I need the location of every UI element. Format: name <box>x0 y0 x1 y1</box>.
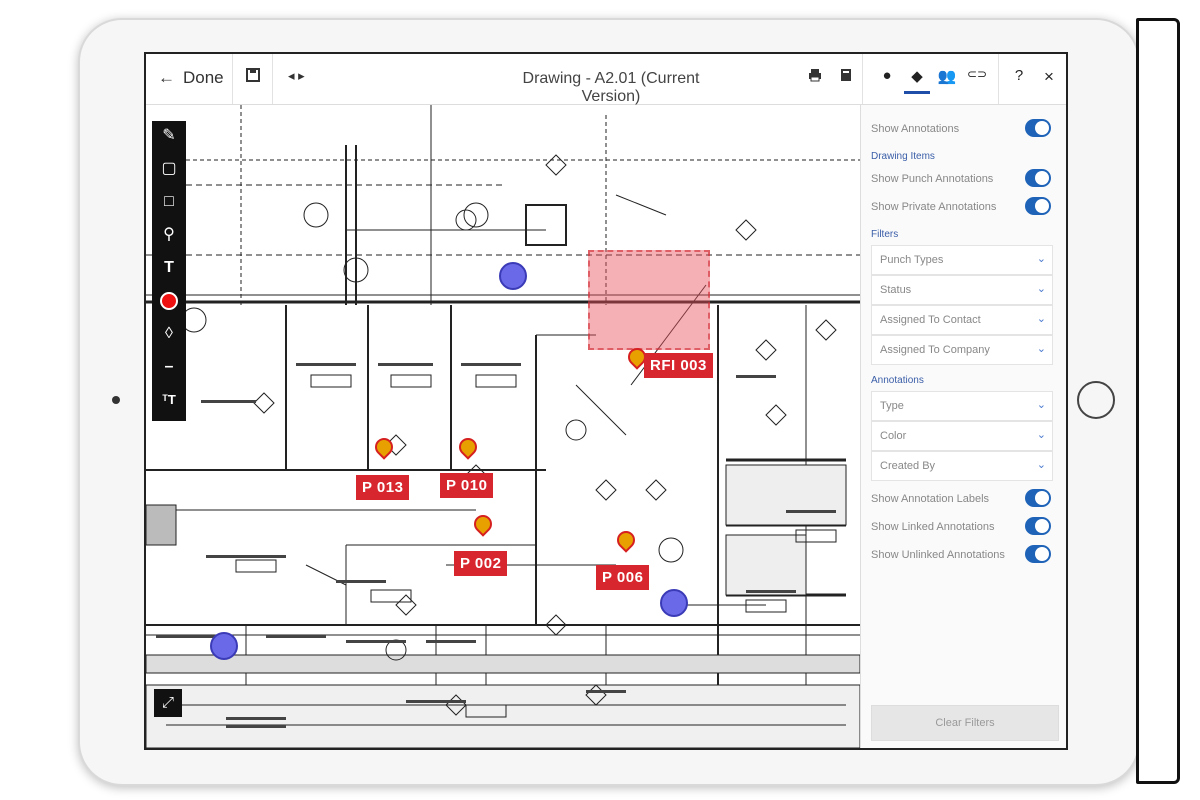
show-linked-row: Show Linked Annotations <box>871 517 1061 537</box>
drawing-title: Drawing - A2.01 (Current Version) <box>522 70 700 105</box>
created-by-dropdown[interactable]: Created By ⌄ <box>871 451 1053 481</box>
stylus <box>1136 18 1180 784</box>
show-annotations-label: Show Annotations <box>871 123 960 135</box>
filter-panel: Show Annotations Drawing Items Show Punc… <box>860 105 1066 748</box>
tablet-camera <box>112 396 120 404</box>
clear-filters-button[interactable]: Clear Filters <box>871 705 1059 741</box>
show-punch-toggle[interactable] <box>1025 169 1051 187</box>
pencil-icon[interactable]: ✎ <box>162 127 176 144</box>
prev-next-icon[interactable]: ◂ ▸ <box>288 68 305 83</box>
link-icon[interactable]: ⚲ <box>163 226 175 243</box>
show-punch-label: Show Punch Annotations <box>871 173 994 185</box>
show-labels-row: Show Annotation Labels <box>871 489 1061 509</box>
photo-marker-icon[interactable] <box>499 262 527 290</box>
chevron-down-icon: ⌄ <box>1036 313 1046 325</box>
punch-marker[interactable]: P 010 <box>440 473 494 498</box>
show-unlinked-row: Show Unlinked Annotations <box>871 545 1061 565</box>
users-icon[interactable]: 👥 <box>937 68 957 85</box>
divider <box>862 54 863 104</box>
show-annotations-row: Show Annotations <box>871 119 1061 139</box>
punch-marker[interactable]: P 006 <box>596 565 650 590</box>
chevron-down-icon: ⌄ <box>1036 343 1046 355</box>
status-label: Status <box>880 284 912 296</box>
show-private-label: Show Private Annotations <box>871 201 997 213</box>
color-dropdown[interactable]: Color ⌄ <box>871 421 1053 451</box>
show-labels-toggle[interactable] <box>1025 489 1051 507</box>
show-linked-label: Show Linked Annotations <box>871 521 995 533</box>
section-drawing-items: Drawing Items <box>871 151 935 162</box>
type-label: Type <box>880 400 904 412</box>
show-unlinked-toggle[interactable] <box>1025 545 1051 563</box>
section-filters: Filters <box>871 229 899 240</box>
rectangle-icon[interactable]: □ <box>164 193 174 210</box>
punch-marker[interactable]: P 002 <box>454 551 508 576</box>
section-annotations: Annotations <box>871 375 924 386</box>
assigned-contact-label: Assigned To Contact <box>880 314 981 326</box>
save-icon[interactable] <box>246 68 260 87</box>
calculator-icon[interactable] <box>840 68 852 87</box>
close-icon[interactable]: × <box>1044 67 1054 86</box>
link-icon[interactable]: ⊂⊃ <box>966 67 988 81</box>
divider <box>232 54 233 104</box>
drawing-canvas[interactable]: RFI 003 P 013 P 010 P 002 P 006 ✎ ▢ □ ⚲ … <box>146 105 860 748</box>
text-size-icon[interactable]: ᵀT <box>162 392 176 407</box>
info-icon[interactable]: ● <box>882 67 892 84</box>
print-icon[interactable] <box>808 68 822 87</box>
photo-marker-icon[interactable] <box>210 632 238 660</box>
show-private-row: Show Private Annotations <box>871 197 1061 217</box>
rounded-rect-icon[interactable]: ▢ <box>161 160 177 177</box>
markup-toolbar: ✎ ▢ □ ⚲ T ◊ – ᵀT <box>152 121 186 421</box>
show-punch-row: Show Punch Annotations <box>871 169 1061 189</box>
app-screen: ← Done ◂ ▸ Drawing - A2.01 (Current Versi… <box>144 52 1068 750</box>
show-unlinked-label: Show Unlinked Annotations <box>871 549 1005 561</box>
text-icon[interactable]: T <box>164 259 174 276</box>
color-picker-icon[interactable] <box>152 286 186 316</box>
chevron-down-icon: ⌄ <box>1036 459 1046 471</box>
status-dropdown[interactable]: Status ⌄ <box>871 275 1053 305</box>
chevron-down-icon: ⌄ <box>1036 283 1046 295</box>
rfi-marker[interactable]: RFI 003 <box>644 353 713 378</box>
fullscreen-icon[interactable]: ⤢ <box>154 689 182 717</box>
photo-marker-icon[interactable] <box>660 589 688 617</box>
rfi-highlight-area[interactable] <box>588 250 710 350</box>
assigned-company-dropdown[interactable]: Assigned To Company ⌄ <box>871 335 1053 365</box>
show-private-toggle[interactable] <box>1025 197 1051 215</box>
done-button[interactable]: ← Done <box>158 68 224 88</box>
show-labels-label: Show Annotation Labels <box>871 493 990 505</box>
punch-marker[interactable]: P 013 <box>356 475 410 500</box>
floor-plan <box>146 105 860 748</box>
show-linked-toggle[interactable] <box>1025 517 1051 535</box>
type-dropdown[interactable]: Type ⌄ <box>871 391 1053 421</box>
assigned-contact-dropdown[interactable]: Assigned To Contact ⌄ <box>871 305 1053 335</box>
color-label: Color <box>880 430 907 442</box>
chevron-down-icon: ⌄ <box>1036 429 1046 441</box>
top-bar: ← Done ◂ ▸ Drawing - A2.01 (Current Versi… <box>146 54 1066 105</box>
punch-types-label: Punch Types <box>880 254 944 266</box>
created-by-label: Created By <box>880 460 936 472</box>
help-icon[interactable]: ? <box>1014 67 1024 84</box>
layers-icon[interactable]: ◆ <box>904 67 930 94</box>
done-label: Done <box>183 68 224 87</box>
arrow-left-icon: ← <box>158 68 175 87</box>
show-annotations-toggle[interactable] <box>1025 119 1051 137</box>
home-button[interactable] <box>1077 381 1115 419</box>
punch-types-dropdown[interactable]: Punch Types ⌄ <box>871 245 1053 275</box>
assigned-company-label: Assigned To Company <box>880 344 990 356</box>
chevron-down-icon: ⌄ <box>1036 253 1046 265</box>
line-width-icon[interactable]: – <box>164 358 174 375</box>
fill-drop-icon[interactable]: ◊ <box>165 325 173 342</box>
divider <box>272 54 273 104</box>
chevron-down-icon: ⌄ <box>1036 399 1046 411</box>
divider <box>998 54 999 104</box>
